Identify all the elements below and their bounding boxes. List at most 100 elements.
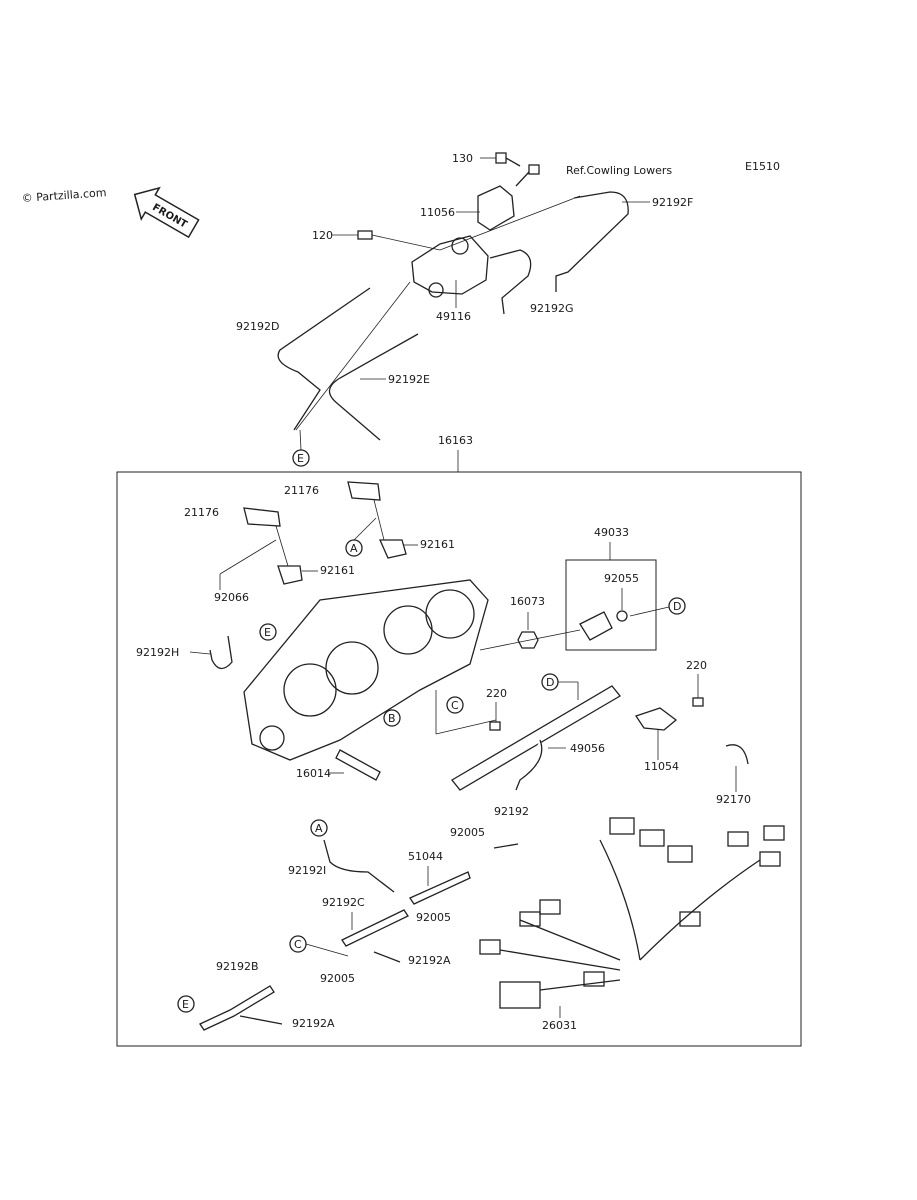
part-label-92192F[interactable]: 92192F bbox=[652, 196, 693, 209]
leader-c-mid-h bbox=[435, 719, 497, 735]
part-label-92005-top[interactable]: 92005 bbox=[450, 826, 485, 839]
valve-body-49116 bbox=[411, 235, 489, 295]
watermark-text: © Partzilla.com bbox=[21, 186, 107, 205]
svg-text:D: D bbox=[673, 600, 681, 613]
part-label-220-left[interactable]: 220 bbox=[486, 687, 507, 700]
part-label-92192I[interactable]: 92192I bbox=[288, 864, 326, 877]
part-label-21176-left[interactable]: 21176 bbox=[184, 506, 219, 519]
svg-text:E: E bbox=[182, 998, 189, 1011]
part-label-92170[interactable]: 92170 bbox=[716, 793, 751, 806]
part-label-16073[interactable]: 16073 bbox=[510, 595, 545, 608]
reference-note: Ref.Cowling Lowers bbox=[566, 164, 672, 177]
callout-a-top[interactable]: A bbox=[345, 539, 363, 557]
leader-valve-to-hose-f bbox=[439, 195, 581, 251]
leader-d-right bbox=[629, 606, 670, 617]
bracket-11056 bbox=[477, 185, 515, 231]
part-label-21176-right[interactable]: 21176 bbox=[284, 484, 319, 497]
throttle-bore-3 bbox=[383, 605, 433, 655]
hose-92192A-lower bbox=[239, 1015, 283, 1025]
part-label-16163[interactable]: 16163 bbox=[438, 434, 473, 447]
hose-92192I bbox=[323, 839, 395, 893]
part-label-49056[interactable]: 49056 bbox=[570, 742, 605, 755]
part-label-92192G[interactable]: 92192G bbox=[530, 302, 574, 315]
throttle-bore-1 bbox=[283, 663, 337, 717]
part-label-11054[interactable]: 11054 bbox=[644, 760, 679, 773]
svg-text:A: A bbox=[350, 542, 358, 555]
wiring-harness-26031 bbox=[479, 817, 785, 1009]
bolt-130-icon bbox=[495, 152, 521, 167]
sensor-21176-right bbox=[347, 481, 381, 501]
part-label-92192B[interactable]: 92192B bbox=[216, 960, 259, 973]
leader-c-bottom bbox=[305, 943, 349, 957]
callout-e-top[interactable]: E bbox=[292, 449, 310, 467]
part-label-11056[interactable]: 11056 bbox=[420, 206, 455, 219]
nut-16073-icon bbox=[517, 631, 539, 649]
part-label-92005-bottom[interactable]: 92005 bbox=[320, 972, 355, 985]
part-label-49116[interactable]: 49116 bbox=[436, 310, 471, 323]
part-label-92161-left[interactable]: 92161 bbox=[320, 564, 355, 577]
screw-120-icon bbox=[357, 230, 441, 251]
part-label-92055[interactable]: 92055 bbox=[604, 572, 639, 585]
part-label-49033[interactable]: 49033 bbox=[594, 526, 629, 539]
leader-92066-up bbox=[219, 539, 277, 575]
callout-d-right[interactable]: D bbox=[668, 597, 686, 615]
part-label-92192A-upper[interactable]: 92192A bbox=[408, 954, 451, 967]
hose-92192H bbox=[209, 635, 233, 670]
leader-a-top bbox=[353, 517, 377, 541]
valve-port-top bbox=[451, 237, 469, 255]
injector-49033 bbox=[579, 611, 613, 641]
callout-c-mid[interactable]: C bbox=[446, 696, 464, 714]
svg-text:C: C bbox=[294, 938, 302, 951]
part-label-92192[interactable]: 92192 bbox=[494, 805, 529, 818]
svg-text:B: B bbox=[388, 712, 396, 725]
part-label-16014[interactable]: 16014 bbox=[296, 767, 331, 780]
callout-c-bottom[interactable]: C bbox=[289, 935, 307, 953]
valve-port-bottom bbox=[428, 282, 444, 298]
bracket-11054 bbox=[634, 707, 678, 731]
callout-a-bottom[interactable]: A bbox=[310, 819, 328, 837]
part-label-51044[interactable]: 51044 bbox=[408, 850, 443, 863]
callout-e-bottom[interactable]: E bbox=[177, 995, 195, 1013]
part-label-92005-mid[interactable]: 92005 bbox=[416, 911, 451, 924]
sensor-21176-left bbox=[243, 507, 281, 527]
hose-92192A-upper bbox=[373, 951, 401, 963]
callout-d-mid[interactable]: D bbox=[541, 673, 559, 691]
sensor-left-wire bbox=[275, 525, 289, 567]
hose-92005-top bbox=[493, 843, 519, 849]
part-label-92192C[interactable]: 92192C bbox=[322, 896, 365, 909]
part-label-92161-right[interactable]: 92161 bbox=[420, 538, 455, 551]
bolt-upper-icon bbox=[515, 164, 540, 187]
hose-92192D bbox=[277, 287, 371, 431]
fuel-rail-49056 bbox=[451, 685, 621, 791]
part-label-92192E[interactable]: 92192E bbox=[388, 373, 430, 386]
part-label-120[interactable]: 120 bbox=[312, 229, 333, 242]
hose-92192 bbox=[515, 739, 543, 791]
hose-92192F bbox=[555, 191, 629, 292]
part-label-92192D[interactable]: 92192D bbox=[236, 320, 279, 333]
sensor-16014 bbox=[335, 749, 381, 781]
part-label-92066[interactable]: 92066 bbox=[214, 591, 249, 604]
leader-e-top bbox=[299, 429, 302, 451]
svg-text:D: D bbox=[546, 676, 554, 689]
throttle-pulley bbox=[259, 725, 285, 751]
callout-b[interactable]: B bbox=[383, 709, 401, 727]
part-label-92192H[interactable]: 92192H bbox=[136, 646, 179, 659]
tube-51044 bbox=[409, 871, 471, 905]
part-label-130[interactable]: 130 bbox=[452, 152, 473, 165]
part-label-220-right[interactable]: 220 bbox=[686, 659, 707, 672]
injector-box bbox=[565, 559, 657, 651]
front-arrow-icon: FRONT bbox=[133, 186, 200, 239]
hose-92192G bbox=[489, 249, 532, 315]
hose-92192B bbox=[199, 985, 275, 1031]
sensor-right-wire bbox=[373, 499, 385, 541]
leader-92192H bbox=[189, 651, 211, 655]
clamp-92170 bbox=[725, 744, 749, 765]
svg-text:E: E bbox=[297, 452, 304, 465]
part-label-26031[interactable]: 26031 bbox=[542, 1019, 577, 1032]
callout-e-mid[interactable]: E bbox=[259, 623, 277, 641]
o-ring-92055 bbox=[616, 610, 628, 622]
leader-injector bbox=[479, 629, 581, 651]
part-label-92192A-lower[interactable]: 92192A bbox=[292, 1017, 335, 1030]
assembly-frame bbox=[116, 471, 802, 1047]
